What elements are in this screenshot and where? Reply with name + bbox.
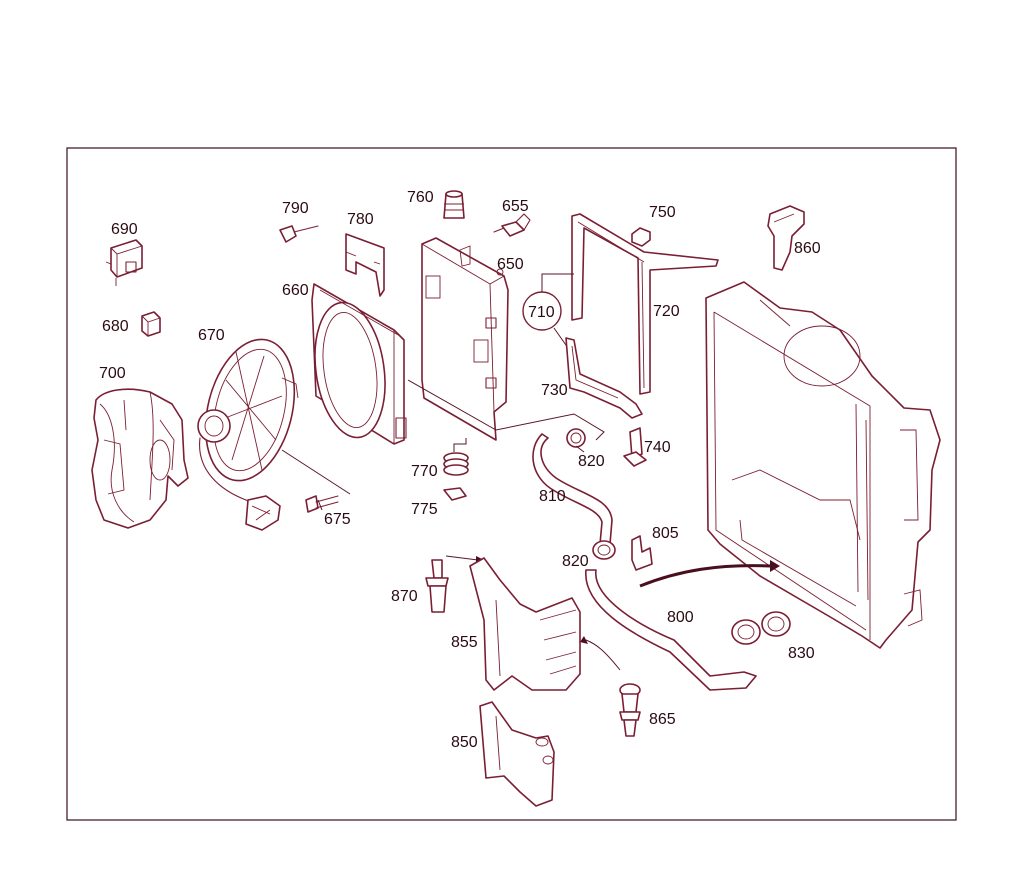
leader-820a bbox=[575, 445, 585, 453]
label-690: 690 bbox=[111, 221, 138, 238]
leader-865 bbox=[585, 639, 621, 671]
label-740: 740 bbox=[644, 439, 671, 456]
part-800-pipe bbox=[585, 569, 757, 691]
part-730-bracket bbox=[565, 337, 643, 419]
label-675: 675 bbox=[324, 511, 351, 528]
label-670: 670 bbox=[198, 327, 225, 344]
label-870: 870 bbox=[391, 588, 418, 605]
leader-670 bbox=[281, 449, 351, 495]
label-700: 700 bbox=[99, 365, 126, 382]
part-680-relay bbox=[141, 311, 161, 337]
arrowhead-865 bbox=[580, 636, 588, 644]
diagram-frame bbox=[66, 147, 957, 821]
part-740-bolt bbox=[623, 427, 647, 467]
part-660-fan-frame bbox=[311, 283, 407, 445]
part-860-bracket bbox=[767, 205, 805, 271]
part-855-air-deflector bbox=[469, 557, 581, 691]
leader-770 bbox=[453, 438, 467, 452]
label-830: 830 bbox=[788, 645, 815, 662]
label-650: 650 bbox=[497, 256, 524, 273]
part-710-callout bbox=[522, 273, 574, 349]
part-770-spring bbox=[443, 452, 469, 476]
label-720: 720 bbox=[653, 303, 680, 320]
part-radiator bbox=[705, 281, 941, 649]
label-710: 710 bbox=[528, 304, 555, 321]
part-690-relay bbox=[105, 239, 143, 286]
label-780: 780 bbox=[347, 211, 374, 228]
label-750: 750 bbox=[649, 204, 676, 221]
label-775: 775 bbox=[411, 501, 438, 518]
part-790-screw bbox=[279, 225, 319, 243]
label-760: 760 bbox=[407, 189, 434, 206]
leader-675 bbox=[317, 499, 323, 511]
label-805: 805 bbox=[652, 525, 679, 542]
part-805-clip bbox=[631, 535, 653, 571]
part-750-nut bbox=[631, 227, 651, 247]
part-820-clamp-lower bbox=[592, 540, 616, 560]
part-820-clamp-top bbox=[566, 428, 586, 448]
leader-870 bbox=[445, 555, 479, 561]
label-865: 865 bbox=[649, 711, 676, 728]
label-730: 730 bbox=[541, 382, 568, 399]
part-870-plug bbox=[425, 559, 449, 613]
part-655-sensor bbox=[493, 213, 531, 237]
label-660: 660 bbox=[282, 282, 309, 299]
label-860: 860 bbox=[794, 240, 821, 257]
part-720-bracket bbox=[571, 213, 719, 395]
label-850: 850 bbox=[451, 734, 478, 751]
label-800: 800 bbox=[667, 609, 694, 626]
part-760-cap bbox=[443, 190, 465, 219]
flow-arrowhead bbox=[770, 560, 780, 572]
part-650-expansion-tank bbox=[421, 237, 509, 441]
label-790: 790 bbox=[282, 200, 309, 217]
label-680: 680 bbox=[102, 318, 129, 335]
part-675-bolt bbox=[305, 495, 339, 513]
part-830-clamps bbox=[731, 611, 791, 645]
leader-650 bbox=[407, 379, 605, 441]
part-700-fan-shroud bbox=[91, 388, 189, 529]
label-810: 810 bbox=[539, 488, 566, 505]
label-655: 655 bbox=[502, 198, 529, 215]
label-770: 770 bbox=[411, 463, 438, 480]
part-780-bracket bbox=[345, 233, 385, 297]
part-865-plug bbox=[619, 683, 641, 737]
flow-arrow bbox=[639, 564, 771, 588]
part-850-lower-deflector bbox=[479, 701, 555, 807]
label-855: 855 bbox=[451, 634, 478, 651]
part-775-clip bbox=[443, 487, 467, 501]
part-670-electric-fan bbox=[197, 338, 299, 531]
label-820-b: 820 bbox=[562, 553, 589, 570]
label-820-a: 820 bbox=[578, 453, 605, 470]
